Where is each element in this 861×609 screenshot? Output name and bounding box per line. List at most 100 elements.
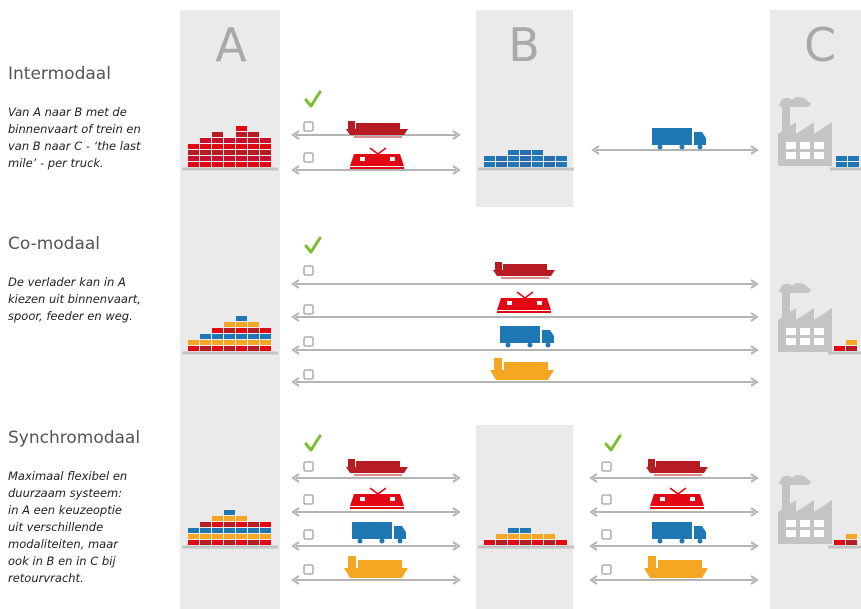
container-stack-icon xyxy=(828,534,861,549)
section-title-synchromodaal: Synchromodaal xyxy=(8,428,141,448)
container xyxy=(520,162,531,167)
container xyxy=(496,156,507,161)
description-line: in A een keuzeoptie xyxy=(8,503,123,517)
description-line: uit verschillende xyxy=(8,520,104,534)
arrow-line xyxy=(291,541,461,551)
column-letter-c: C xyxy=(803,18,837,72)
barge-hull xyxy=(346,129,408,135)
container xyxy=(508,150,519,155)
container xyxy=(520,150,531,155)
container xyxy=(508,162,519,167)
factory-window xyxy=(800,530,810,537)
barge-cargo xyxy=(656,461,700,467)
container xyxy=(224,162,235,167)
container xyxy=(200,162,211,167)
container xyxy=(188,540,199,545)
container xyxy=(224,322,235,327)
container xyxy=(224,156,235,161)
section-description-intermodaal: Van A naar B met de binnenvaart of trein… xyxy=(8,104,178,172)
feeder-cargo xyxy=(358,560,402,568)
barge-wheelhouse xyxy=(495,262,502,270)
factory-chimney xyxy=(782,290,790,320)
container xyxy=(236,522,247,527)
container xyxy=(236,534,247,539)
arrow-line xyxy=(591,145,759,155)
description-line: duurzaam systeem: xyxy=(8,486,123,500)
feeder-hull xyxy=(344,568,408,578)
truck-wheel xyxy=(379,538,385,544)
barge-icon xyxy=(346,459,408,476)
arrow-line xyxy=(291,345,759,355)
arrow-line xyxy=(291,279,759,289)
train-body xyxy=(350,494,404,506)
factory-icon xyxy=(778,475,832,544)
arrow-head-right xyxy=(452,507,461,517)
container xyxy=(200,346,211,351)
container xyxy=(200,144,211,149)
container xyxy=(260,144,271,149)
arrow-head-right xyxy=(750,575,759,585)
container xyxy=(224,334,235,339)
container xyxy=(248,132,259,137)
truck-icon xyxy=(652,522,706,544)
container xyxy=(532,156,543,161)
check-icon xyxy=(304,236,322,254)
container xyxy=(224,540,235,545)
arrow-head-left xyxy=(591,145,600,155)
factory-window xyxy=(814,530,824,537)
truck-icon xyxy=(500,326,554,348)
container xyxy=(248,340,259,345)
container xyxy=(520,528,531,533)
factory-window xyxy=(800,520,810,527)
train-body xyxy=(650,494,704,506)
factory-smoke xyxy=(778,475,811,485)
arrow-head-right xyxy=(452,575,461,585)
arrow-head-right xyxy=(452,473,461,483)
train-body xyxy=(497,298,551,310)
checkbox-icon xyxy=(303,369,314,380)
truck-trailer xyxy=(500,326,540,343)
arrow-line xyxy=(589,473,759,483)
container xyxy=(200,138,211,143)
container xyxy=(188,150,199,155)
container xyxy=(260,540,271,545)
container xyxy=(248,138,259,143)
container xyxy=(236,162,247,167)
description-line: ook in B en in C bij xyxy=(8,554,116,568)
truck-cab xyxy=(694,526,706,539)
checkbox-icon xyxy=(601,461,612,472)
factory-window xyxy=(814,142,824,149)
feeder-hull xyxy=(490,370,554,380)
checkbox-icon xyxy=(303,121,314,132)
barge-hull xyxy=(646,467,708,473)
feeder-bridge xyxy=(648,556,656,568)
train-pantograph xyxy=(369,147,387,155)
factory-window xyxy=(800,328,810,335)
factory-window xyxy=(786,520,796,527)
container xyxy=(212,534,223,539)
container xyxy=(236,334,247,339)
container xyxy=(200,334,211,339)
container xyxy=(508,534,519,539)
container xyxy=(212,346,223,351)
arrow-head-left xyxy=(291,473,300,483)
arrow-line xyxy=(291,507,461,517)
train-window xyxy=(507,301,512,305)
container xyxy=(248,328,259,333)
container xyxy=(260,328,271,333)
truck-icon xyxy=(352,522,406,544)
description-line: modaliteiten, maar xyxy=(8,537,118,551)
arrow-line xyxy=(291,377,759,387)
check-icon xyxy=(304,434,322,452)
truck-wheel xyxy=(527,342,533,348)
train-icon xyxy=(650,487,704,509)
container xyxy=(508,156,519,161)
container xyxy=(532,540,543,545)
factory-window xyxy=(814,520,824,527)
arrow-head-right xyxy=(750,377,759,387)
arrow-head-left xyxy=(589,575,598,585)
container xyxy=(248,162,259,167)
arrow-head-right xyxy=(750,541,759,551)
checkbox-icon xyxy=(303,336,314,347)
